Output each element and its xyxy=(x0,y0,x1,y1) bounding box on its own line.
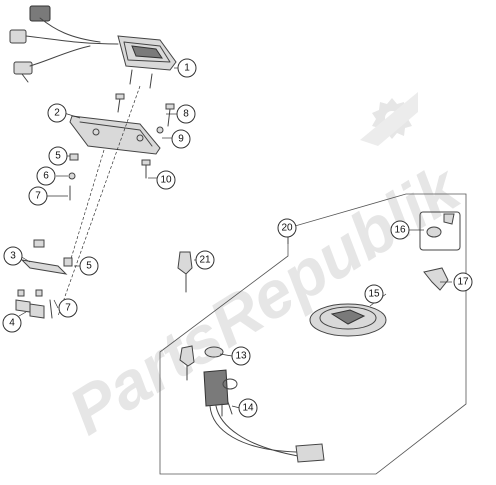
callout-circle xyxy=(277,218,297,238)
callout-circle xyxy=(2,313,22,333)
callout-number: 17 xyxy=(457,277,469,288)
callout-number: 13 xyxy=(235,351,247,362)
callout-number: 16 xyxy=(394,225,406,236)
callout-number: 7 xyxy=(35,191,41,202)
callout-16: 16 xyxy=(390,220,410,240)
callout-14: 14 xyxy=(238,398,258,418)
callout-circle xyxy=(364,284,384,304)
callout-10: 10 xyxy=(156,170,176,190)
callout-circle xyxy=(3,246,23,266)
callout-circle xyxy=(453,272,473,292)
callout-number: 5 xyxy=(86,261,92,272)
left-screws xyxy=(68,153,79,201)
callout-number: 2 xyxy=(54,108,60,119)
callout-number: 9 xyxy=(178,134,184,145)
callout-number: 21 xyxy=(199,255,211,266)
callout-circle xyxy=(177,58,197,78)
callout-17: 17 xyxy=(453,272,473,292)
callout-number: 3 xyxy=(10,251,16,262)
callout-13: 13 xyxy=(231,346,251,366)
mounting-bracket xyxy=(69,115,161,155)
wiring-harness xyxy=(9,5,119,83)
callout-number: 4 xyxy=(9,318,15,329)
spare-key xyxy=(179,345,224,381)
callout-20: 20 xyxy=(277,218,297,238)
callout-circle xyxy=(79,256,99,276)
callout-number: 10 xyxy=(160,175,172,186)
callout-circle xyxy=(48,146,68,166)
callout-number: 5 xyxy=(55,151,61,162)
callout-7b: 7 xyxy=(58,298,78,318)
connector-lower xyxy=(13,61,33,75)
callout-circle xyxy=(58,298,78,318)
callout-5a: 5 xyxy=(48,146,68,166)
cluster-screws xyxy=(115,69,153,113)
callout-circle xyxy=(36,166,56,186)
ignition-key xyxy=(177,251,193,293)
instrument-cluster xyxy=(117,35,177,71)
callout-circle xyxy=(231,346,251,366)
connector-top xyxy=(29,5,51,22)
fuel-tank-cap xyxy=(309,303,387,337)
callout-number: 15 xyxy=(368,289,380,300)
callout-circle xyxy=(238,398,258,418)
callout-circle xyxy=(195,250,215,270)
callout-9: 9 xyxy=(171,129,191,149)
callout-number: 20 xyxy=(281,223,293,234)
ignition-lock xyxy=(203,369,325,463)
logo-swoosh xyxy=(360,92,418,146)
callout-number: 1 xyxy=(184,63,190,74)
callout-number: 8 xyxy=(183,109,189,120)
small-fittings xyxy=(15,289,53,319)
callout-circle xyxy=(156,170,176,190)
assembly-axes xyxy=(57,85,141,317)
callout-6: 6 xyxy=(36,166,56,186)
lower-bracket xyxy=(20,239,73,275)
callout-4: 4 xyxy=(2,313,22,333)
callout-circle xyxy=(47,103,67,123)
lock-cylinder-parts xyxy=(419,211,461,291)
connector-left xyxy=(9,29,27,44)
callout-circle xyxy=(171,129,191,149)
callout-circle xyxy=(390,220,410,240)
callout-2: 2 xyxy=(47,103,67,123)
callout-number: 7 xyxy=(65,303,71,314)
callout-8: 8 xyxy=(176,104,196,124)
callout-circle xyxy=(176,104,196,124)
callout-3: 3 xyxy=(3,246,23,266)
callout-5b: 5 xyxy=(79,256,99,276)
bracket-screws xyxy=(141,103,175,179)
callout-1: 1 xyxy=(177,58,197,78)
callout-7a: 7 xyxy=(28,186,48,206)
callout-number: 6 xyxy=(43,171,49,182)
callout-number: 14 xyxy=(242,403,254,414)
callout-circle xyxy=(28,186,48,206)
callout-21: 21 xyxy=(195,250,215,270)
callout-15: 15 xyxy=(364,284,384,304)
